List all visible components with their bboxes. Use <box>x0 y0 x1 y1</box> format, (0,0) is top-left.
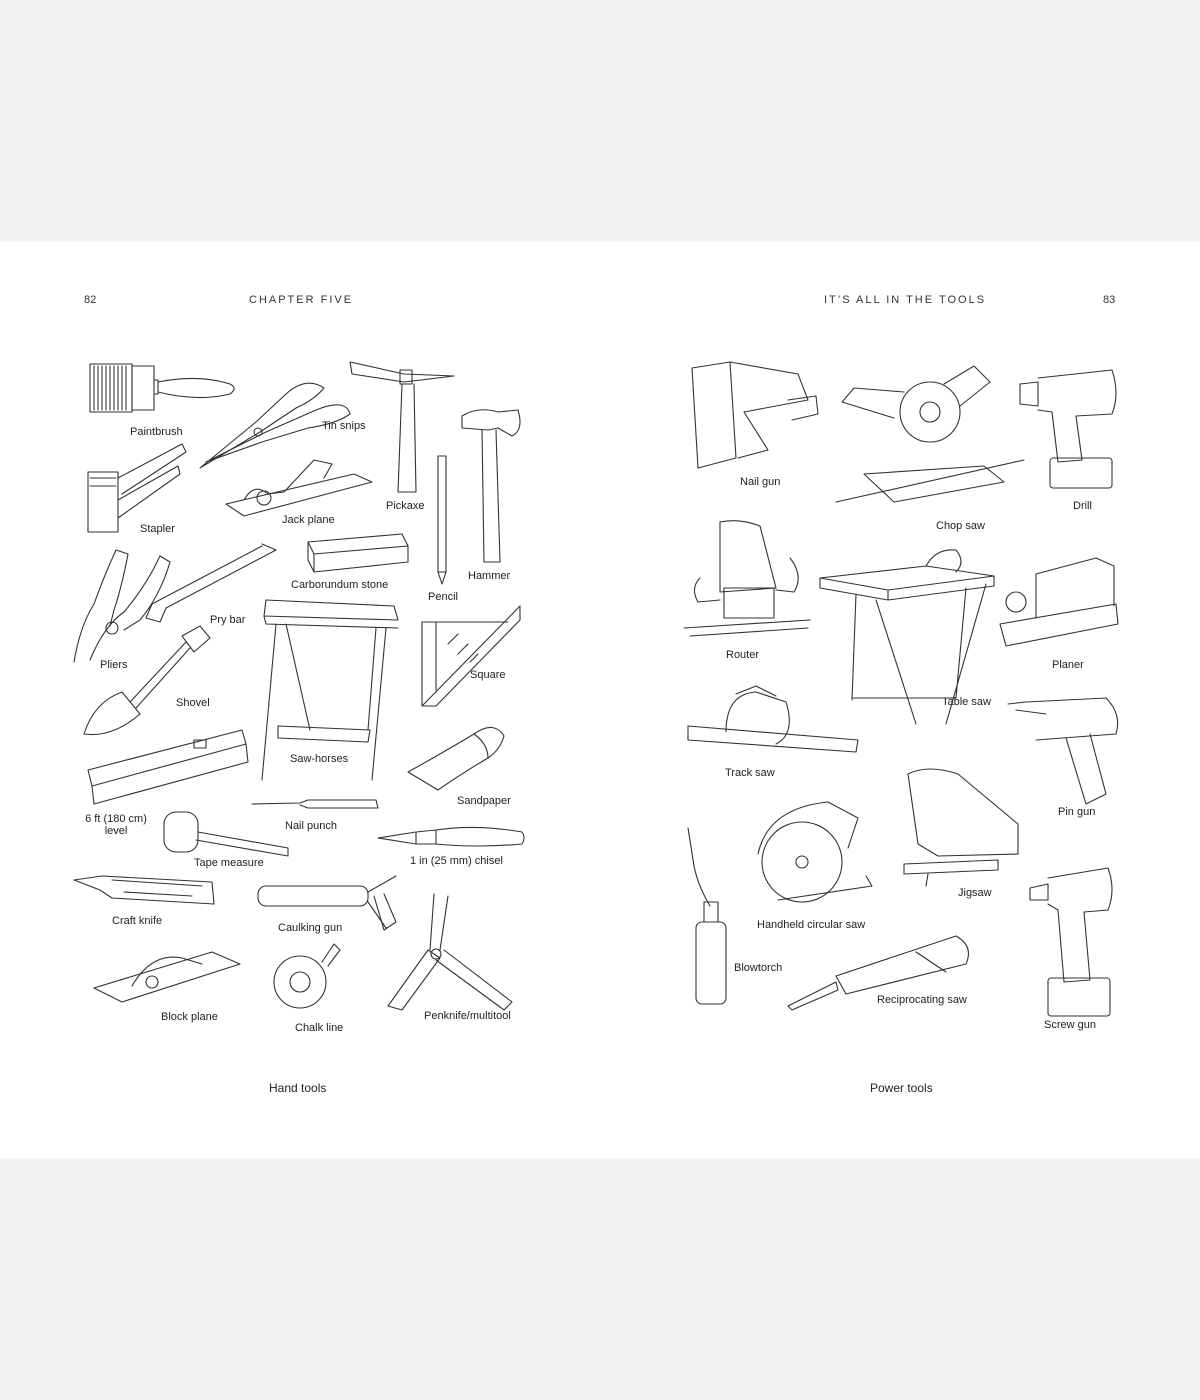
sandpaper-illustration <box>407 726 505 791</box>
chop-saw-illustration <box>835 365 1025 503</box>
label-carborundum-stone: Carborundum stone <box>291 579 389 591</box>
label-jigsaw: Jigsaw <box>958 887 992 899</box>
label-nail-gun: Nail gun <box>740 476 781 488</box>
label-blowtorch: Blowtorch <box>734 962 783 974</box>
jigsaw-illustration <box>903 768 1019 887</box>
book-spread: 82 CHAPTER FIVE Paintbrush Tin snips Pic… <box>0 242 1200 1158</box>
circular-saw-illustration <box>757 801 873 903</box>
label-pencil: Pencil <box>428 591 458 603</box>
label-drill: Drill <box>1073 500 1092 512</box>
label-shovel: Shovel <box>176 697 210 709</box>
label-chisel: 1 in (25 mm) chisel <box>410 855 503 867</box>
page-number-right: 83 <box>1103 294 1116 306</box>
drill-illustration <box>1019 369 1117 489</box>
chalk-line-illustration <box>273 943 341 1009</box>
shovel-illustration <box>83 625 211 736</box>
label-planer: Planer <box>1052 659 1084 671</box>
level-illustration <box>87 729 249 805</box>
carborundum-stone-illustration <box>307 533 409 573</box>
label-reciprocating-saw: Reciprocating saw <box>877 994 967 1006</box>
label-track-saw: Track saw <box>725 767 775 779</box>
planer-illustration <box>999 557 1119 647</box>
label-level: 6 ft (180 cm) level <box>85 813 147 837</box>
label-pickaxe: Pickaxe <box>386 500 425 512</box>
label-pliers: Pliers <box>100 659 128 671</box>
label-block-plane: Block plane <box>161 1011 218 1023</box>
page-number-left: 82 <box>84 294 97 306</box>
caption-power-tools: Power tools <box>870 1081 933 1095</box>
label-sandpaper: Sandpaper <box>457 795 511 807</box>
label-paintbrush: Paintbrush <box>130 426 183 438</box>
chisel-illustration <box>377 826 525 847</box>
caulking-gun-illustration <box>257 875 397 931</box>
square-illustration <box>421 605 521 707</box>
pencil-illustration <box>437 455 447 585</box>
reciprocating-saw-illustration <box>787 935 969 1011</box>
label-stapler: Stapler <box>140 523 175 535</box>
track-saw-illustration <box>687 685 859 753</box>
pickaxe-illustration <box>349 361 455 493</box>
nail-gun-illustration <box>691 361 819 469</box>
paintbrush-illustration <box>89 363 235 413</box>
label-tape-measure: Tape measure <box>194 857 264 869</box>
router-illustration <box>683 520 811 637</box>
label-pin-gun: Pin gun <box>1058 806 1096 818</box>
pry-bar-illustration <box>145 543 277 623</box>
table-saw-illustration <box>819 549 995 725</box>
hammer-illustration <box>461 409 521 563</box>
label-chalk-line: Chalk line <box>295 1022 344 1034</box>
label-square: Square <box>470 669 506 681</box>
label-saw-horses: Saw-horses <box>290 753 349 765</box>
blowtorch-illustration <box>687 827 727 1005</box>
saw-horses-illustration <box>261 599 399 781</box>
running-head-left: CHAPTER FIVE <box>249 294 354 306</box>
label-pry-bar: Pry bar <box>210 614 246 626</box>
multitool-illustration <box>387 893 513 1011</box>
running-head-right: IT’S ALL IN THE TOOLS <box>824 294 987 306</box>
label-screw-gun: Screw gun <box>1044 1019 1096 1031</box>
label-jack-plane: Jack plane <box>282 514 335 526</box>
label-nail-punch: Nail punch <box>285 820 337 832</box>
label-chop-saw: Chop saw <box>936 520 985 532</box>
block-plane-illustration <box>93 951 241 1003</box>
label-router: Router <box>726 649 760 661</box>
tin-snips-illustration <box>199 382 351 469</box>
jack-plane-illustration <box>225 459 373 517</box>
label-circular-saw: Handheld circular saw <box>757 919 866 931</box>
label-craft-knife: Craft knife <box>112 915 163 927</box>
tape-measure-illustration <box>163 811 289 857</box>
label-multitool: Penknife/multitool <box>424 1010 511 1022</box>
pin-gun-illustration <box>1007 697 1119 805</box>
screw-gun-illustration <box>1029 867 1113 1017</box>
craft-knife-illustration <box>73 875 215 905</box>
label-hammer: Hammer <box>468 570 511 582</box>
label-tin-snips: Tin snips <box>322 420 366 432</box>
nail-punch-illustration <box>251 799 379 809</box>
label-table-saw: Table saw <box>942 696 991 708</box>
caption-hand-tools: Hand tools <box>269 1081 327 1095</box>
stapler-illustration <box>87 443 187 533</box>
label-caulking-gun: Caulking gun <box>278 922 343 934</box>
pliers-illustration <box>73 549 171 663</box>
